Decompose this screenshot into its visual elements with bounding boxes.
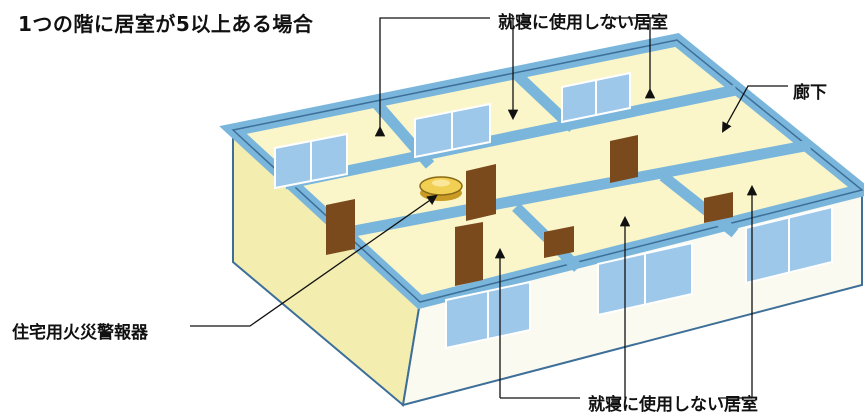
back-windows — [274, 71, 631, 190]
doors — [326, 135, 733, 286]
diagram-title: 1つの階に居室が5以上ある場合 — [18, 12, 314, 36]
top-room-label: 就寝に使用しない居室 — [498, 13, 668, 33]
floor-area — [233, 40, 862, 302]
smoke-alarm-label: 住宅用火災警報器 — [12, 323, 148, 343]
door — [455, 222, 483, 286]
corridor-label: 廊下 — [793, 83, 827, 103]
leader-lines — [190, 17, 788, 399]
bottom-room-label: 就寝に使用しない居室 — [588, 395, 758, 415]
door — [704, 192, 733, 223]
door — [326, 199, 355, 255]
door — [610, 135, 638, 183]
door — [544, 226, 574, 258]
smoke-alarm-icon — [419, 176, 463, 201]
front-windows — [445, 205, 833, 350]
door — [466, 164, 496, 221]
outer-wall-outline — [231, 39, 864, 303]
